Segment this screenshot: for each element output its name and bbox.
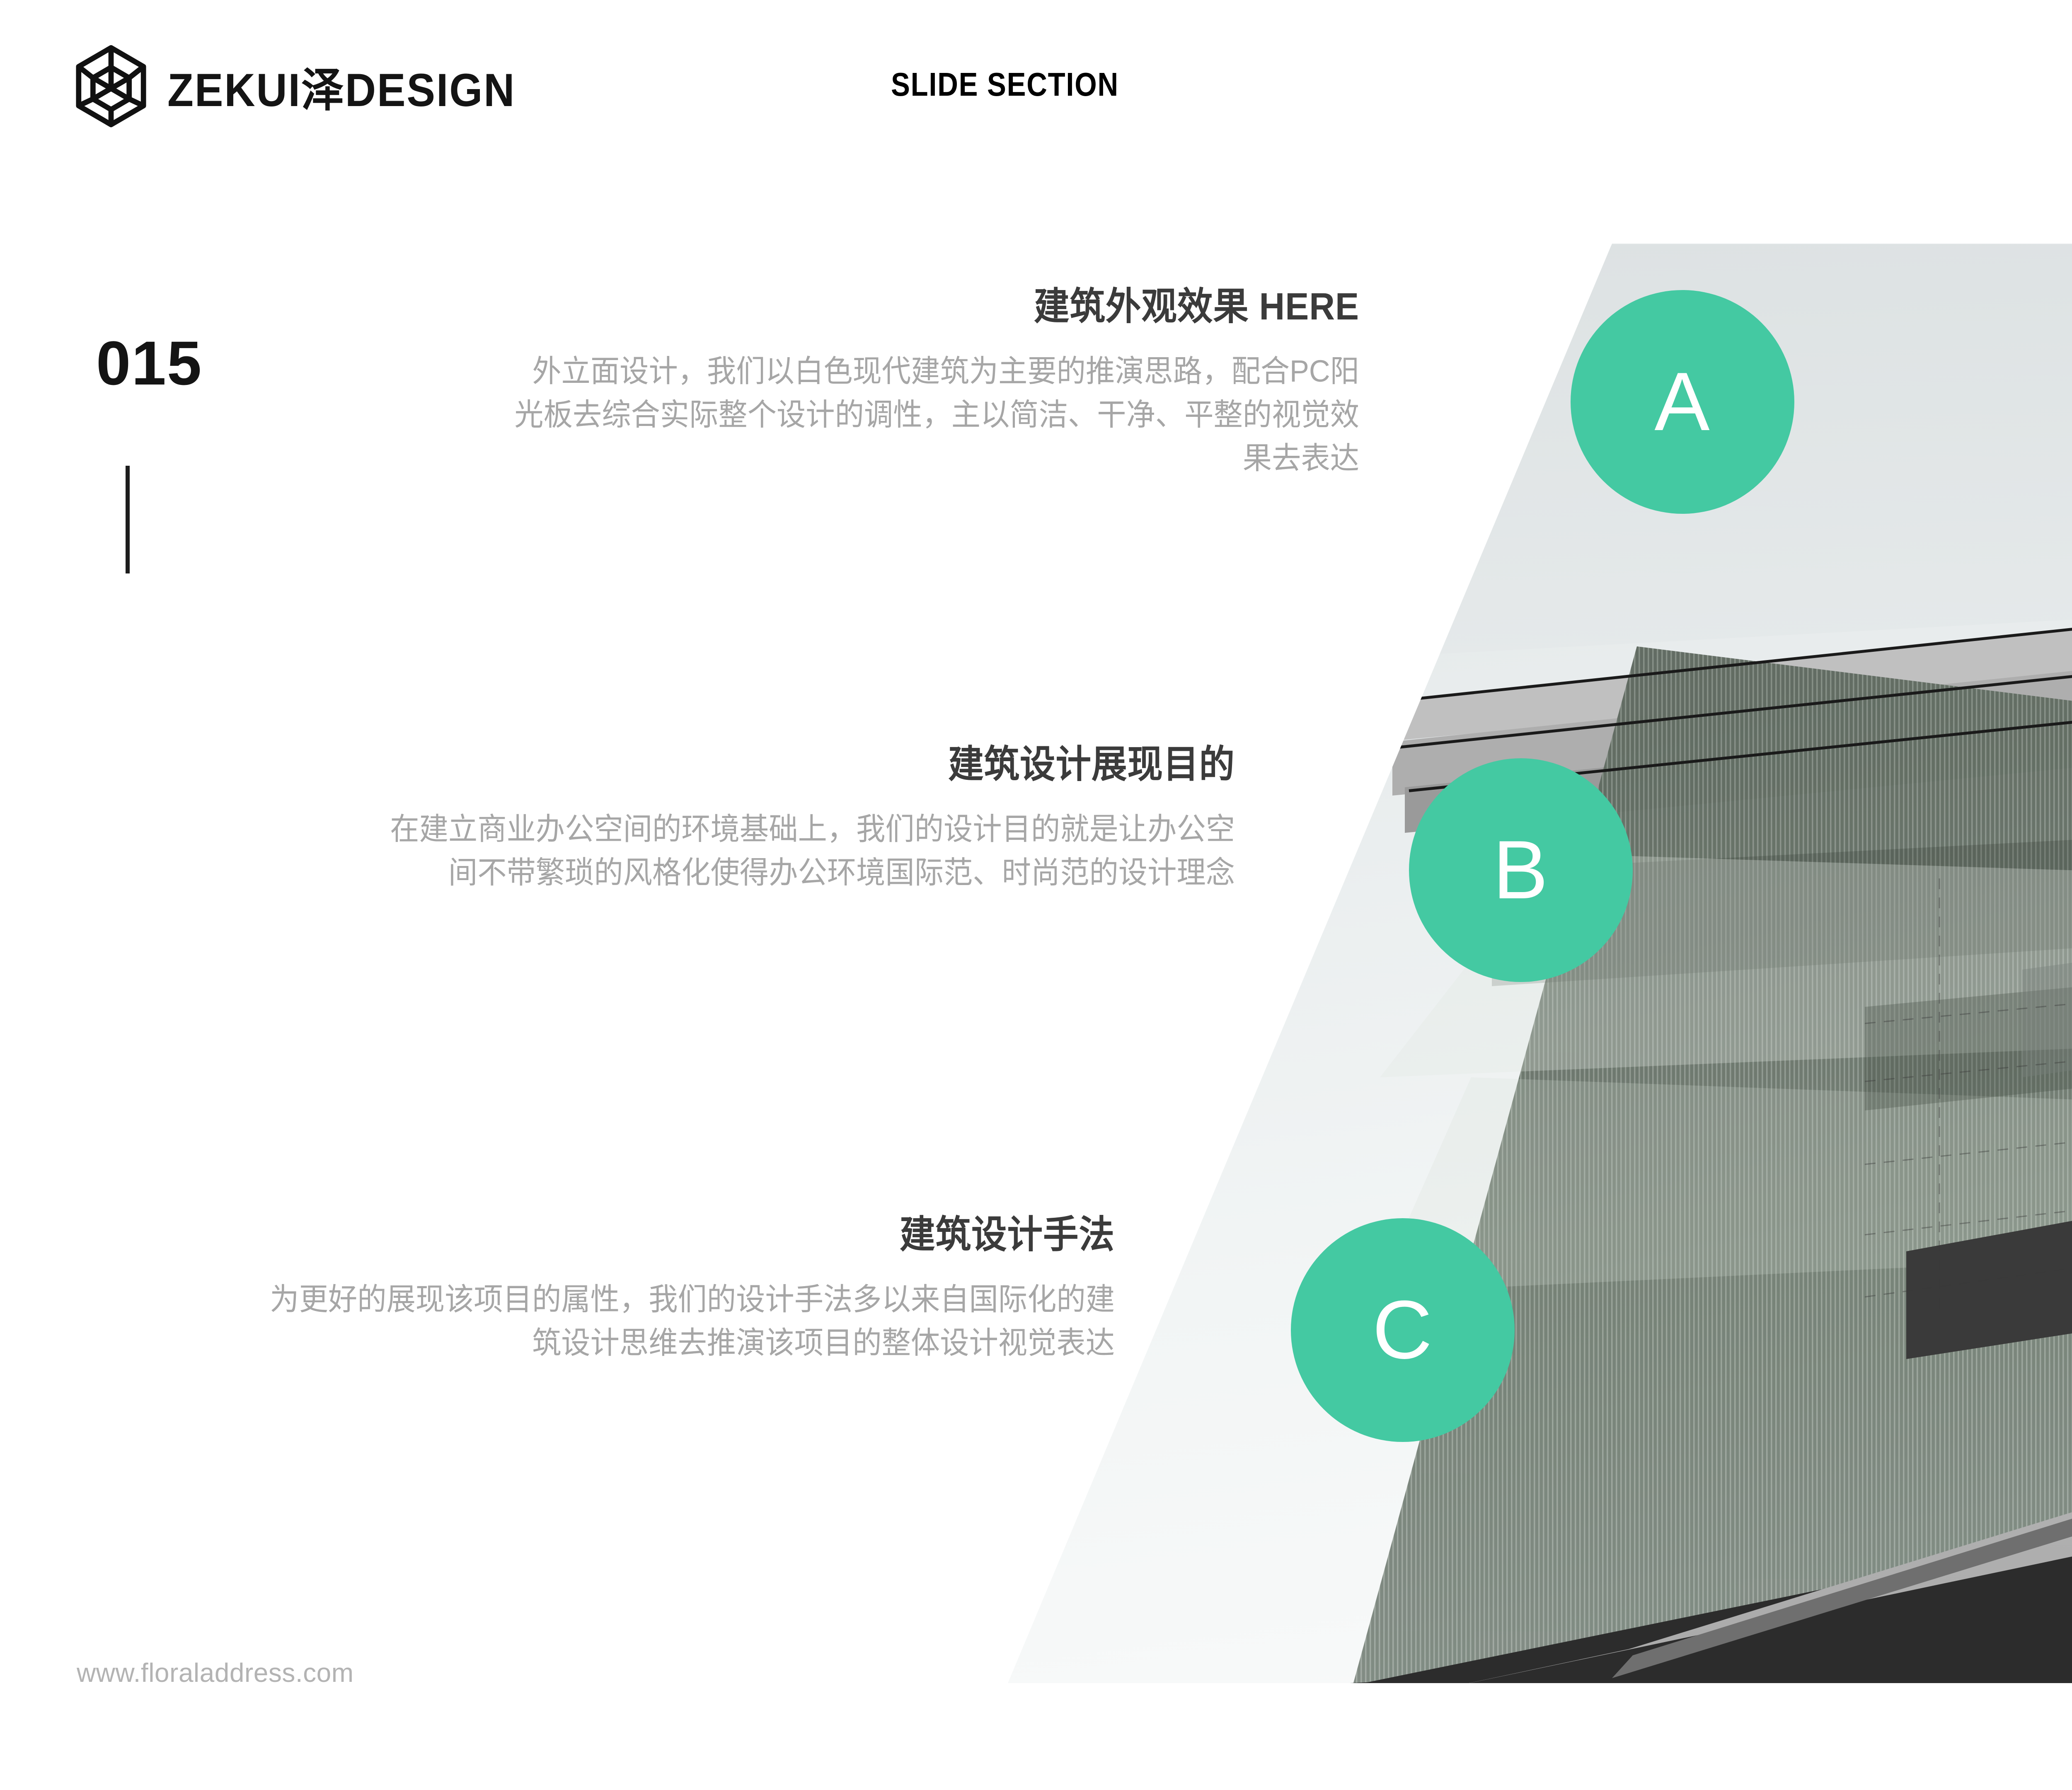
footer-website-url[interactable]: www.floraladdress.com <box>77 1658 354 1688</box>
brand-logo[interactable]: ZEKUI泽DESIGN <box>70 45 546 128</box>
text-block-a: 建筑外观效果 HERE 外立面设计，我们以白色现代建筑为主要的推演思路，配合PC… <box>468 285 1359 480</box>
badge-b[interactable]: B <box>1409 758 1633 982</box>
text-block-c: 建筑设计手法 为更好的展现该项目的属性，我们的设计手法多以来自国际化的建筑设计思… <box>224 1214 1115 1364</box>
brand-wordmark: ZEKUI泽DESIGN <box>167 64 516 116</box>
text-block-b: 建筑设计展现目的 在建立商业办公空间的环境基础上，我们的设计目的就是让办公空间不… <box>344 743 1235 894</box>
page-number-rule <box>126 466 130 573</box>
block-a-title: 建筑外观效果 HERE <box>1034 285 1359 328</box>
block-c-body: 为更好的展现该项目的属性，我们的设计手法多以来自国际化的建筑设计思维去推演该项目… <box>270 1282 1115 1360</box>
block-a-body: 外立面设计，我们以白色现代建筑为主要的推演思路，配合PC阳光板去综合实际整个设计… <box>514 354 1359 476</box>
badge-c[interactable]: C <box>1291 1218 1515 1442</box>
page-number: 015 <box>96 328 203 398</box>
block-b-title: 建筑设计展现目的 <box>948 743 1235 786</box>
badge-a[interactable]: A <box>1571 290 1794 514</box>
block-b-body: 在建立商业办公空间的环境基础上，我们的设计目的就是让办公空间不带繁琐的风格化使得… <box>390 812 1235 890</box>
render-wireframe-overlay <box>1865 849 2072 1367</box>
block-c-title: 建筑设计手法 <box>900 1214 1115 1256</box>
hex-cube-logo-icon <box>76 45 146 128</box>
slide-section-heading: SLIDE SECTION <box>891 66 1119 103</box>
